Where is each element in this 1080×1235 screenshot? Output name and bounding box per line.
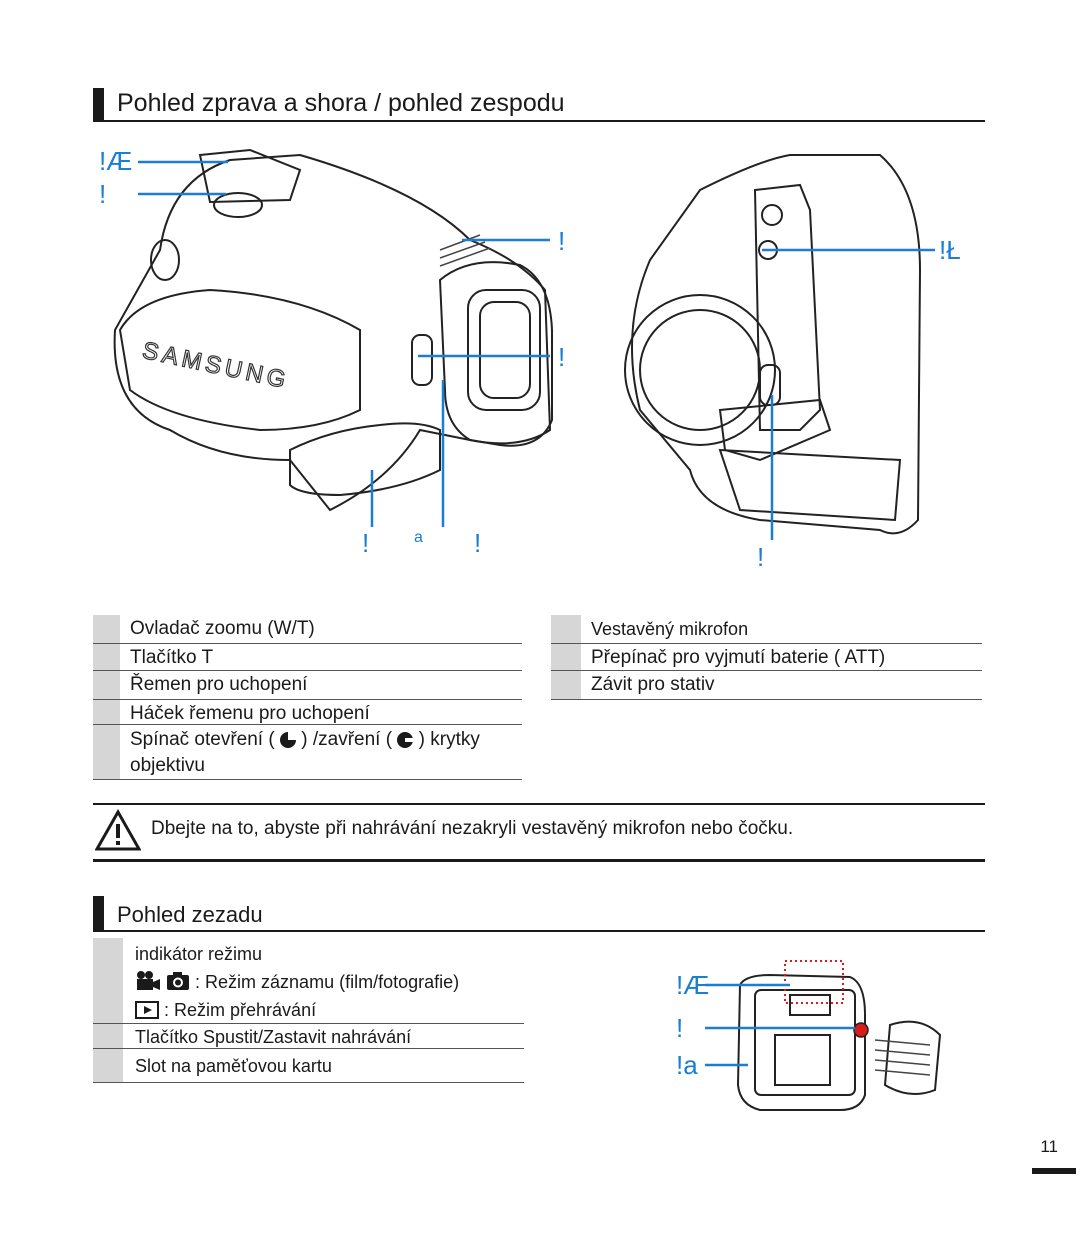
- table-row: Ovladač zoomu (W/T): [93, 615, 522, 644]
- camera-rear-illustration: [705, 960, 942, 1111]
- row-label: Řemen pro uchopení: [130, 674, 308, 695]
- row-label: Ovladač zoomu (W/T): [130, 618, 315, 639]
- warning-note: Dbejte na to, abyste při nahrávání nezak…: [93, 803, 985, 862]
- section-header-top: Pohled zprava a shora / pohled zespodu: [93, 88, 985, 122]
- camera-body-left: [113, 153, 552, 512]
- callout-rear-mode: !Æ: [676, 970, 710, 1000]
- table-row: indikátor režimu : Režim záznamu (film/f…: [93, 938, 524, 1024]
- row-label: Tlačítko Spustit/Zastavit nahrávání: [135, 1027, 412, 1047]
- callout-tripod: !Ł: [939, 235, 961, 265]
- table-row: Vestavěný mikrofon: [551, 615, 982, 644]
- warning-triangle-icon: [95, 809, 141, 853]
- page-number: 11: [1040, 1137, 1058, 1156]
- hand-strap: [118, 288, 361, 432]
- section-title: Pohled zprava a shora / pohled zespodu: [117, 89, 565, 117]
- brand-logo: SAMSUNG: [140, 337, 292, 394]
- table-row: Slot na paměťovou kartu: [93, 1049, 524, 1083]
- table-row: Háček řemenu pro uchopení: [93, 700, 522, 725]
- table-row: Řemen pro uchopení: [93, 671, 522, 700]
- play-mode-icon: [135, 1001, 159, 1019]
- camera-illustrations: SAMSUNG: [113, 148, 935, 540]
- lens-opening: [467, 289, 541, 411]
- row-label: Vestavěný mikrofon: [591, 619, 749, 639]
- section-marker: [93, 896, 104, 930]
- row-label: Tlačítko T: [130, 647, 214, 668]
- parts-table-rear: indikátor režimu : Režim záznamu (film/f…: [93, 938, 524, 1083]
- callout-strap-mark: a: [414, 529, 423, 546]
- row-label: indikátor režimu: [135, 944, 263, 964]
- callout-rear-record: !: [676, 1013, 684, 1043]
- tripod-plate: [753, 183, 822, 431]
- row-label: Slot na paměťovou kartu: [135, 1056, 332, 1076]
- warning-text: Dbejte na to, abyste při nahrávání nezak…: [151, 818, 794, 839]
- lens-open-icon: [279, 732, 296, 748]
- callout-strap: !: [362, 528, 370, 558]
- record-button: [853, 1022, 869, 1038]
- row-label: Přepínač pro vyjmutí baterie ( ATT): [591, 647, 886, 668]
- tripod-mount-1: [761, 204, 783, 226]
- row-label: Závit pro stativ: [591, 674, 715, 695]
- callout-photo-button: !: [99, 179, 107, 209]
- parts-table-left: Ovladač zoomu (W/T) Tlačítko T Řemen pro…: [93, 615, 522, 780]
- table-row: Tlačítko Spustit/Zastavit nahrávání: [93, 1024, 524, 1049]
- photo-button: [213, 192, 263, 218]
- row-label: Spínač otevření ( ) /zavření ( ) krytky …: [130, 729, 480, 776]
- callout-battery-release: !: [757, 542, 765, 572]
- lens-barrel: [438, 261, 553, 447]
- battery: [718, 398, 832, 462]
- table-row: Tlačítko T: [93, 644, 522, 671]
- table-row: Přepínač pro vyjmutí baterie ( ATT): [551, 644, 982, 671]
- parts-table-right: Vestavěný mikrofon Přepínač pro vyjmutí …: [551, 615, 982, 700]
- row-label: Háček řemenu pro uchopení: [130, 703, 370, 724]
- lens-close-icon: [397, 732, 414, 748]
- callout-zoom: !Æ: [99, 146, 133, 176]
- callout-lens-switch: !: [558, 342, 566, 372]
- page-number-bar: [1032, 1168, 1076, 1174]
- microphone-grille: [439, 234, 491, 267]
- callout-mic: !: [558, 226, 566, 256]
- movie-camera-icon: [137, 971, 160, 990]
- callout-rear-card: !a: [676, 1050, 698, 1080]
- lens-ring: [624, 294, 776, 446]
- mode-indicator-highlight: [784, 960, 844, 1004]
- section-marker: [93, 88, 104, 120]
- card-slot: [774, 1034, 831, 1086]
- lens-cover-switch: [411, 334, 433, 386]
- camera-body-bottom: [631, 154, 922, 535]
- section-header-rear: Pohled zezadu: [93, 896, 985, 932]
- table-row: Závit pro stativ: [551, 671, 982, 700]
- callout-hook: !: [474, 528, 482, 558]
- table-row: Spínač otevření ( ) /zavření ( ) krytky …: [93, 725, 522, 780]
- section-title: Pohled zezadu: [117, 902, 263, 927]
- photo-camera-icon: [167, 972, 190, 990]
